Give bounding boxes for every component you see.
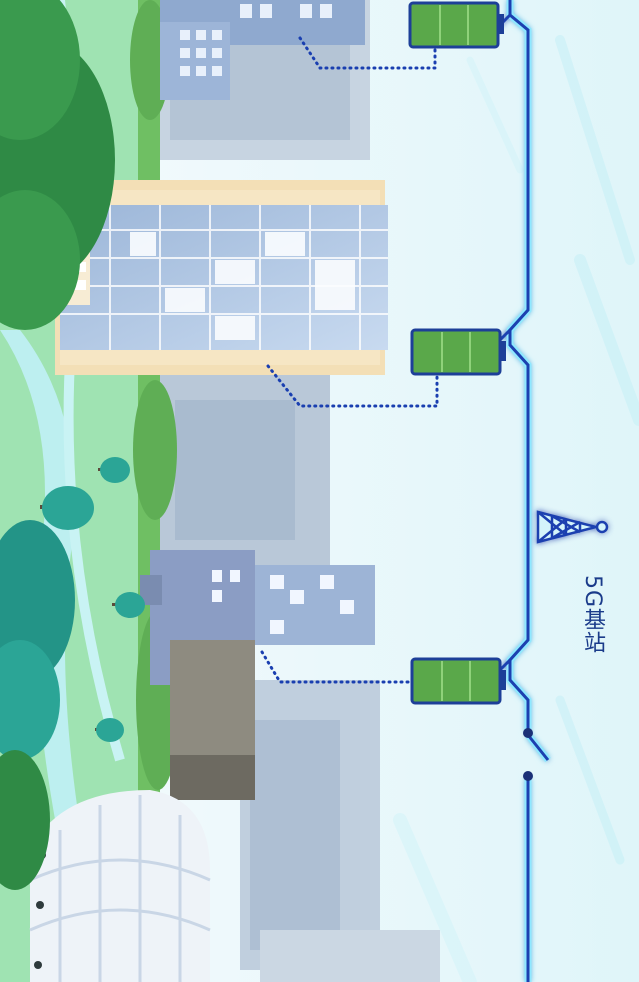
trees xyxy=(0,0,145,890)
office-building-top xyxy=(160,0,365,100)
light-streaks xyxy=(393,35,639,982)
battery-top xyxy=(408,1,504,49)
battery-middle xyxy=(410,328,506,376)
dotted-connectors xyxy=(260,36,439,684)
dome-building xyxy=(29,790,211,982)
power-wire xyxy=(498,0,551,982)
office-building-middle xyxy=(55,180,388,375)
station-label: 5G基站 xyxy=(580,575,605,655)
switch-terminals xyxy=(523,728,533,781)
office-building-bottom xyxy=(140,550,375,800)
cell-tower-icon xyxy=(536,510,609,544)
small-trees xyxy=(40,457,145,742)
battery-bottom xyxy=(410,657,506,705)
